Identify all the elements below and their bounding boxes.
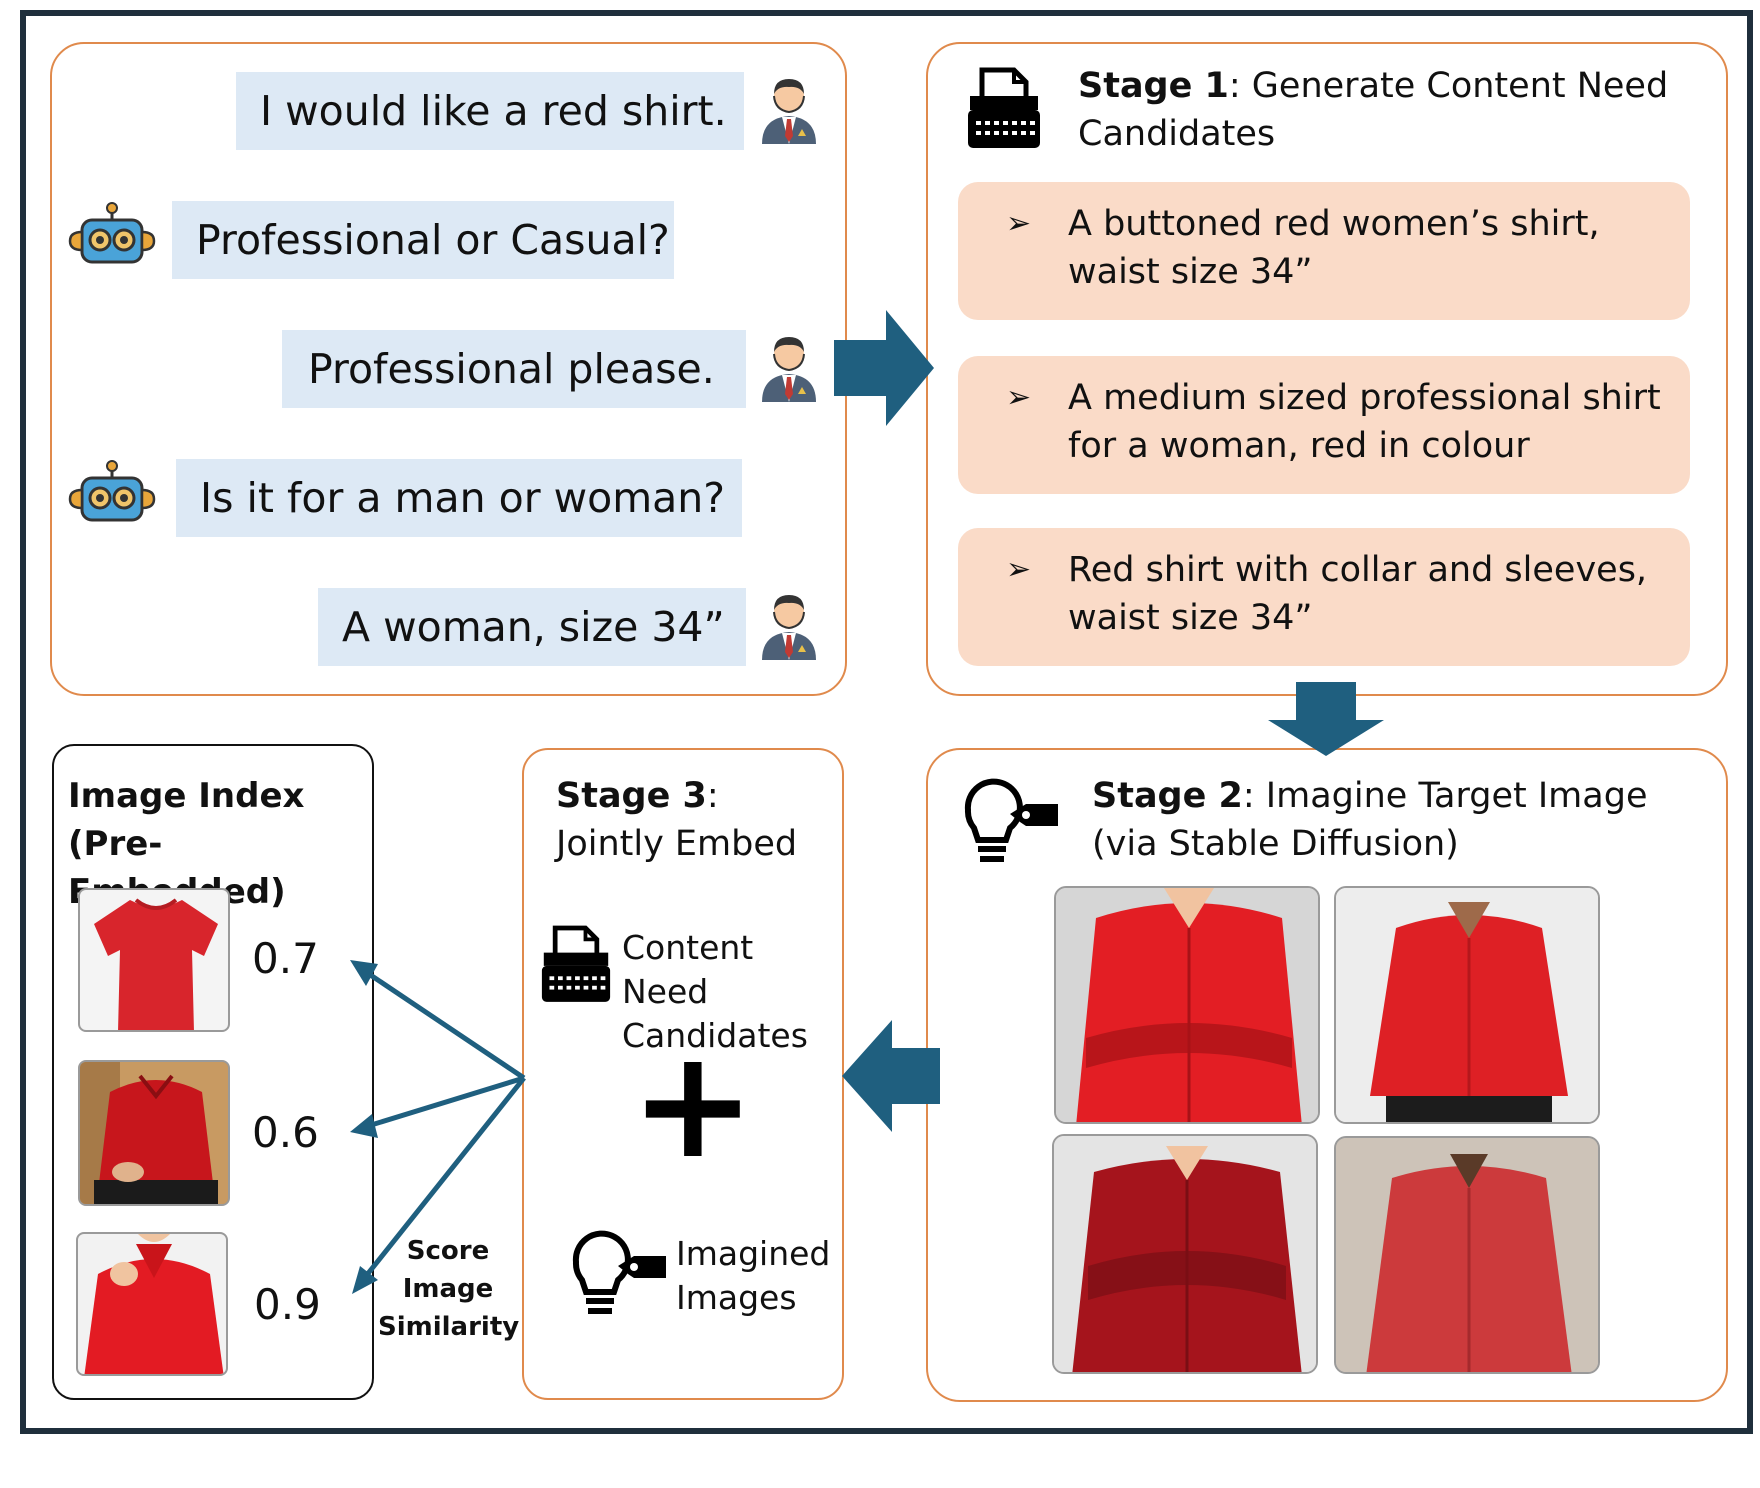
lightbulb-icon — [572, 1230, 666, 1314]
plus-sign: + — [630, 1018, 756, 1192]
stage1-title: Stage 1: Generate Content Need Candidate… — [1078, 62, 1678, 158]
stage2-title: Stage 2: Imagine Target Image (via Stabl… — [1092, 772, 1702, 868]
robot-icon — [68, 202, 156, 264]
chat-message-user-1: I would like a red shirt. — [236, 72, 744, 150]
imagined-images-label: Imagined Images — [676, 1234, 831, 1317]
lightbulb-icon — [964, 778, 1058, 862]
arrow-bullet-icon: ➢ — [1006, 206, 1032, 241]
businessman-avatar-icon — [762, 337, 816, 402]
similarity-score: 0.9 — [254, 1280, 321, 1329]
stage3-title: Stage 3: Jointly Embed — [556, 772, 836, 868]
content-need-candidates-label: Content Need Candidates — [622, 928, 808, 1055]
candidate-text: A buttoned red women’s shirt, waist size… — [1068, 204, 1600, 292]
chat-message-bot-1: Professional or Casual? — [172, 201, 674, 279]
arrow-bullet-icon: ➢ — [1006, 380, 1032, 415]
arrow-bullet-icon: ➢ — [1006, 552, 1032, 587]
typewriter-icon — [541, 925, 611, 1002]
imagined-image-1 — [1054, 886, 1320, 1124]
similarity-score: 0.6 — [252, 1108, 319, 1157]
index-image-tshirt — [78, 888, 230, 1032]
imagined-image-3 — [1052, 1134, 1318, 1374]
candidate-card: ➢ Red shirt with collar and sleeves, wai… — [958, 528, 1690, 666]
businessman-avatar-icon — [762, 79, 816, 144]
index-image-womens-shirt — [76, 1232, 228, 1376]
arrow-stage2-to-stage3 — [842, 1020, 940, 1132]
score-arrow-bottom — [364, 1076, 526, 1278]
stage3-label: Stage 3 — [556, 776, 707, 816]
candidate-card: ➢ A buttoned red women’s shirt, waist si… — [958, 182, 1690, 320]
typewriter-icon — [968, 67, 1040, 148]
chat-message-bot-2: Is it for a man or woman? — [176, 459, 742, 537]
chat-message-user-2: Professional please. — [282, 330, 746, 408]
robot-icon — [68, 460, 156, 522]
score-arrow-bottom-head — [352, 1266, 378, 1294]
stage1-heading: : Generate Content Need Candidates — [1078, 66, 1669, 154]
candidate-text: A medium sized professional shirt for a … — [1068, 378, 1661, 466]
score-arrow-mid — [367, 1075, 525, 1129]
index-image-mens-shirt — [78, 1060, 230, 1206]
similarity-score: 0.7 — [252, 934, 319, 983]
score-similarity-label: Score Image Similarity — [378, 1236, 520, 1342]
candidate-text: Red shirt with collar and sleeves, waist… — [1068, 550, 1648, 638]
arrow-stage1-to-stage2 — [1268, 682, 1384, 756]
stage1-label: Stage 1 — [1078, 66, 1229, 106]
score-arrow-mid-head — [350, 1114, 378, 1138]
score-arrow-top — [364, 969, 526, 1081]
score-arrow-top-head — [350, 960, 378, 986]
arrow-chat-to-stage1 — [834, 310, 934, 426]
stage3-heading: : Jointly Embed — [556, 776, 798, 864]
chat-message-user-3: A woman, size 34” — [318, 588, 746, 666]
stage2-label: Stage 2 — [1092, 776, 1243, 816]
imagined-image-2 — [1334, 886, 1600, 1124]
imagined-image-4 — [1334, 1136, 1600, 1374]
stage3-panel — [522, 748, 844, 1400]
stage2-heading: : Imagine Target Image (via Stable Diffu… — [1092, 776, 1648, 864]
candidate-card: ➢ A medium sized professional shirt for … — [958, 356, 1690, 494]
businessman-avatar-icon — [762, 595, 816, 660]
